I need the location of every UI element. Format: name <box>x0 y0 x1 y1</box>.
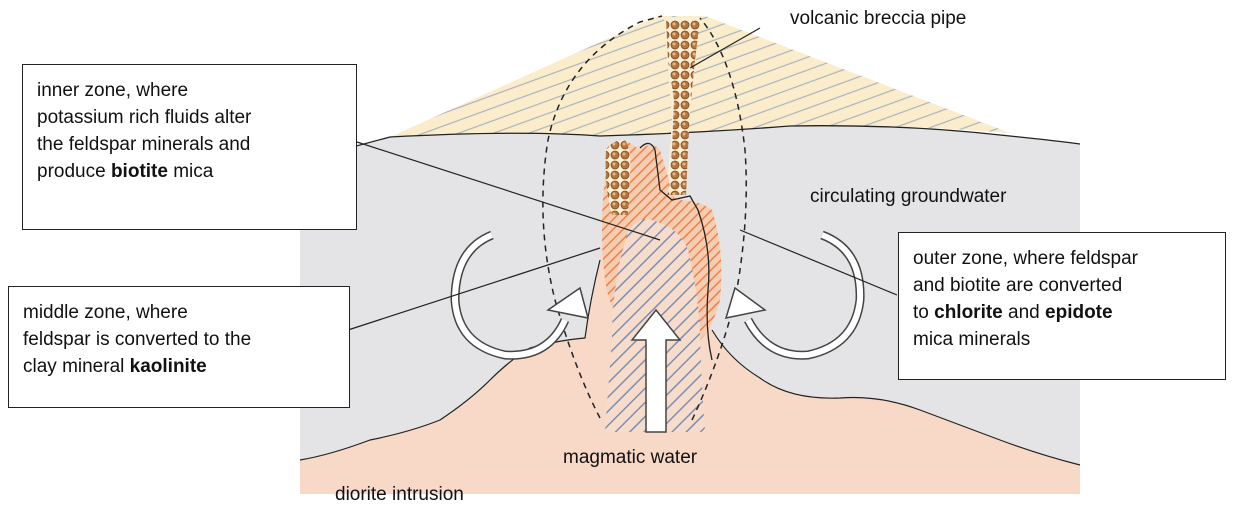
outer-zone-callout: outer zone, where feldspar and biotite a… <box>898 232 1226 380</box>
chlorite-term: chlorite <box>934 302 1003 323</box>
biotite-term: biotite <box>111 161 168 182</box>
label-magmatic-water: magmatic water <box>563 447 697 469</box>
inner-zone-line-2: potassium rich fluids alter <box>37 104 346 131</box>
volcano-cone <box>390 16 1010 137</box>
middle-zone-callout: middle zone, where feldspar is converted… <box>8 286 350 408</box>
label-volcanic-breccia-pipe: volcanic breccia pipe <box>790 8 966 30</box>
outer-zone-line-3: to chlorite and epidote <box>913 299 1215 326</box>
inner-zone-line-3: the feldspar minerals and <box>37 131 346 158</box>
label-circulating-groundwater: circulating groundwater <box>810 186 1006 208</box>
inner-zone-line-1: inner zone, where <box>37 77 346 104</box>
outer-zone-line-4: mica minerals <box>913 326 1215 353</box>
outer-zone-line-1: outer zone, where feldspar <box>913 245 1215 272</box>
middle-zone-line-1: middle zone, where <box>23 299 339 326</box>
epidote-term: epidote <box>1045 302 1113 323</box>
middle-zone-line-3: clay mineral kaolinite <box>23 353 339 380</box>
inner-zone-callout: inner zone, where potassium rich fluids … <box>22 64 357 230</box>
middle-zone-line-2: feldspar is converted to the <box>23 326 339 353</box>
label-diorite-intrusion: diorite intrusion <box>335 484 464 506</box>
inner-zone-line-4: produce biotite mica <box>37 158 346 185</box>
kaolinite-term: kaolinite <box>130 356 207 377</box>
outer-zone-line-2: and biotite are converted <box>913 272 1215 299</box>
